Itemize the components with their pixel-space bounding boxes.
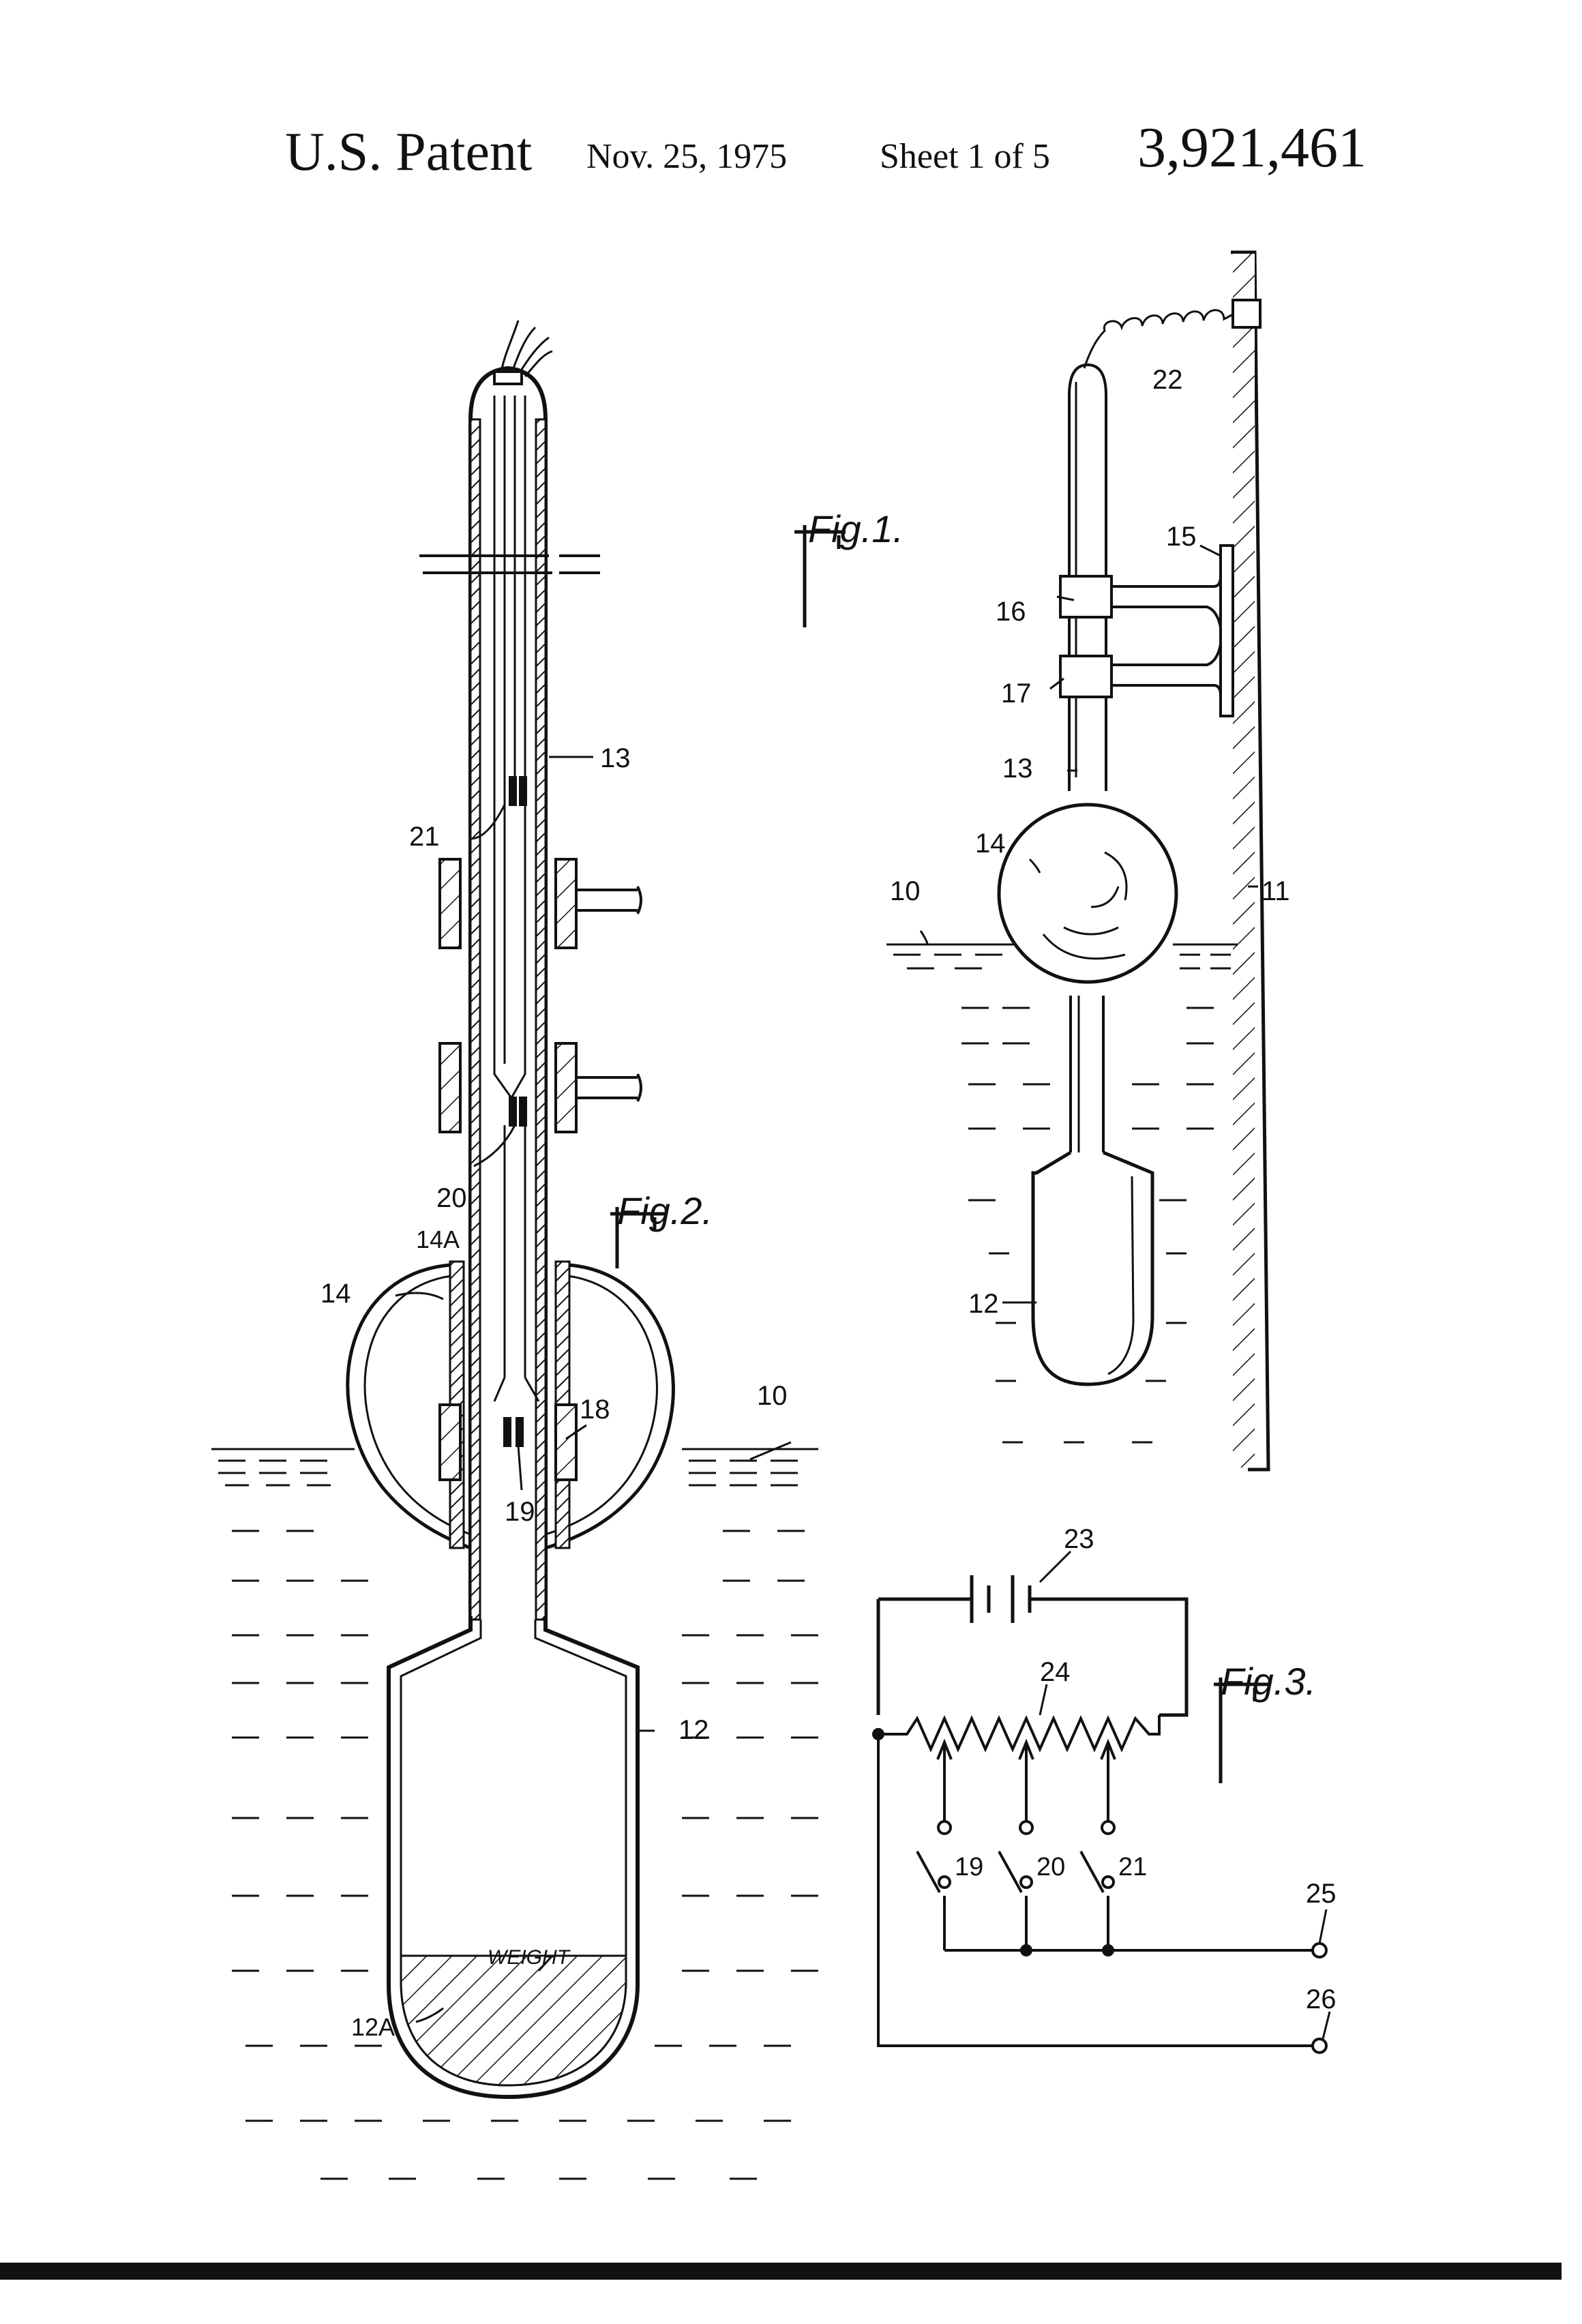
fig2-label-20: 20	[436, 1183, 467, 1213]
tube-left-wall	[471, 419, 480, 1620]
figure-1	[794, 252, 1268, 1470]
coil-22	[1084, 310, 1234, 368]
fig2-title: Fig.2.	[617, 1189, 713, 1232]
wiper-2	[1019, 1742, 1033, 1821]
fig3-label-24: 24	[1040, 1657, 1071, 1687]
fig3-label-19: 19	[955, 1853, 983, 1881]
clamp-lower-left	[440, 1043, 460, 1132]
terminal-25	[1313, 1943, 1326, 1957]
fig1-label-14: 14	[975, 829, 1006, 859]
fig1-title: Fig.1.	[808, 507, 904, 550]
break-line	[419, 556, 600, 573]
fig2-label-12a: 12A	[351, 2013, 395, 2041]
figure-3	[874, 1551, 1330, 2053]
arm-17	[1111, 644, 1221, 696]
clamp-17	[1060, 656, 1111, 697]
bracket-15	[1221, 546, 1233, 716]
fig3-label-21: 21	[1118, 1853, 1147, 1881]
fig2-label-19: 19	[505, 1497, 535, 1527]
arm-16	[1111, 576, 1221, 627]
wall-fitting	[1233, 300, 1260, 327]
switch-21	[1081, 1851, 1108, 1950]
fig1-label-12: 12	[968, 1289, 999, 1319]
fig1-label-22: 22	[1152, 365, 1183, 395]
wiper-1	[938, 1742, 951, 1821]
weight-12	[1033, 1152, 1152, 1384]
switch-19	[917, 1851, 944, 1950]
float-14	[999, 805, 1176, 982]
clamp-16	[1060, 576, 1111, 617]
sheet-bottom-border	[0, 2263, 1562, 2280]
fig2-label-10: 10	[757, 1381, 788, 1411]
clamp-18-left	[440, 1405, 460, 1480]
terminal-26	[1313, 2039, 1326, 2053]
fig2-label-13: 13	[600, 743, 631, 773]
tube-right-wall	[536, 419, 546, 1620]
figure-2	[211, 321, 818, 2179]
potentiometer-24	[878, 1715, 1159, 1749]
fig1-label-13: 13	[1002, 754, 1033, 784]
fig3-title: Fig.3.	[1221, 1660, 1316, 1703]
fig2-label-12: 12	[678, 1715, 709, 1745]
bracket-lower	[576, 1074, 641, 1101]
fig2-label-14: 14	[320, 1279, 351, 1309]
fig2-label-21: 21	[409, 822, 440, 852]
fig3-label-26: 26	[1306, 1984, 1337, 2014]
clamp-upper-left	[440, 859, 460, 948]
fig1-label-17: 17	[1001, 679, 1032, 709]
weight-12a	[401, 1956, 626, 2085]
fig2-label-14a: 14A	[416, 1225, 460, 1253]
fig2-label-weight: WEIGHT	[488, 1946, 571, 1969]
fig1-label-15: 15	[1166, 522, 1197, 552]
fig3-label-25: 25	[1306, 1879, 1337, 1909]
fig3-label-20: 20	[1036, 1853, 1065, 1881]
bracket-upper	[576, 887, 641, 914]
fig1-label-11: 11	[1262, 876, 1290, 906]
fig2-label-18: 18	[580, 1395, 610, 1425]
switch-20	[999, 1851, 1026, 1950]
clamp-lower-right	[556, 1043, 576, 1132]
clamp-18-right	[556, 1405, 576, 1480]
battery-23	[878, 1575, 1186, 1715]
fig1-label-10: 10	[890, 876, 921, 906]
wiper-3	[1101, 1742, 1115, 1821]
fig3-label-23: 23	[1064, 1524, 1094, 1554]
inner-wires	[494, 396, 525, 1064]
clamp-upper-right	[556, 859, 576, 948]
fig1-label-16: 16	[996, 597, 1026, 627]
